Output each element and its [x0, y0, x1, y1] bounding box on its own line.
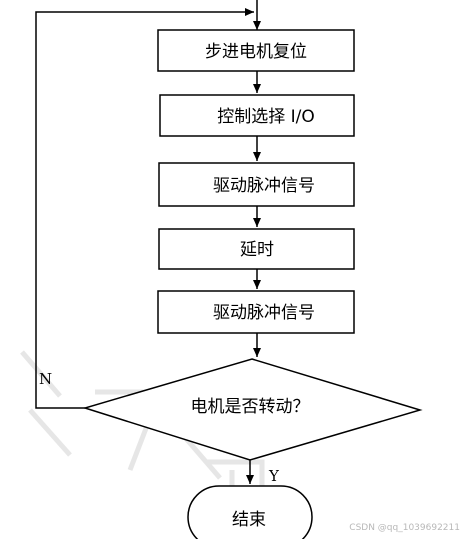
- step-box-4: [158, 228, 355, 270]
- watermark: CSDN @qq_1039692211: [349, 523, 460, 533]
- step-box-3: [158, 162, 355, 207]
- step-box-1: [157, 29, 355, 72]
- decision-label: 电机是否转动？: [191, 397, 310, 417]
- branch-label-no: N: [39, 370, 52, 388]
- step-label-4: 延时: [240, 240, 274, 260]
- step-label-1: 步进电机复位: [205, 42, 307, 62]
- loop-back-connector: [35, 8, 254, 409]
- branch-label-yes: Y: [268, 467, 280, 485]
- step-box-2: [159, 94, 355, 137]
- step-label-5: 驱动脉冲信号: [213, 303, 315, 323]
- terminal-node: [187, 485, 313, 539]
- step-label-2: 控制选择 I/O: [217, 107, 315, 127]
- decision-diamond: [82, 358, 423, 461]
- terminal-label: 结束: [232, 510, 266, 530]
- step-box-5: [157, 290, 355, 334]
- step-label-3: 驱动脉冲信号: [213, 176, 315, 196]
